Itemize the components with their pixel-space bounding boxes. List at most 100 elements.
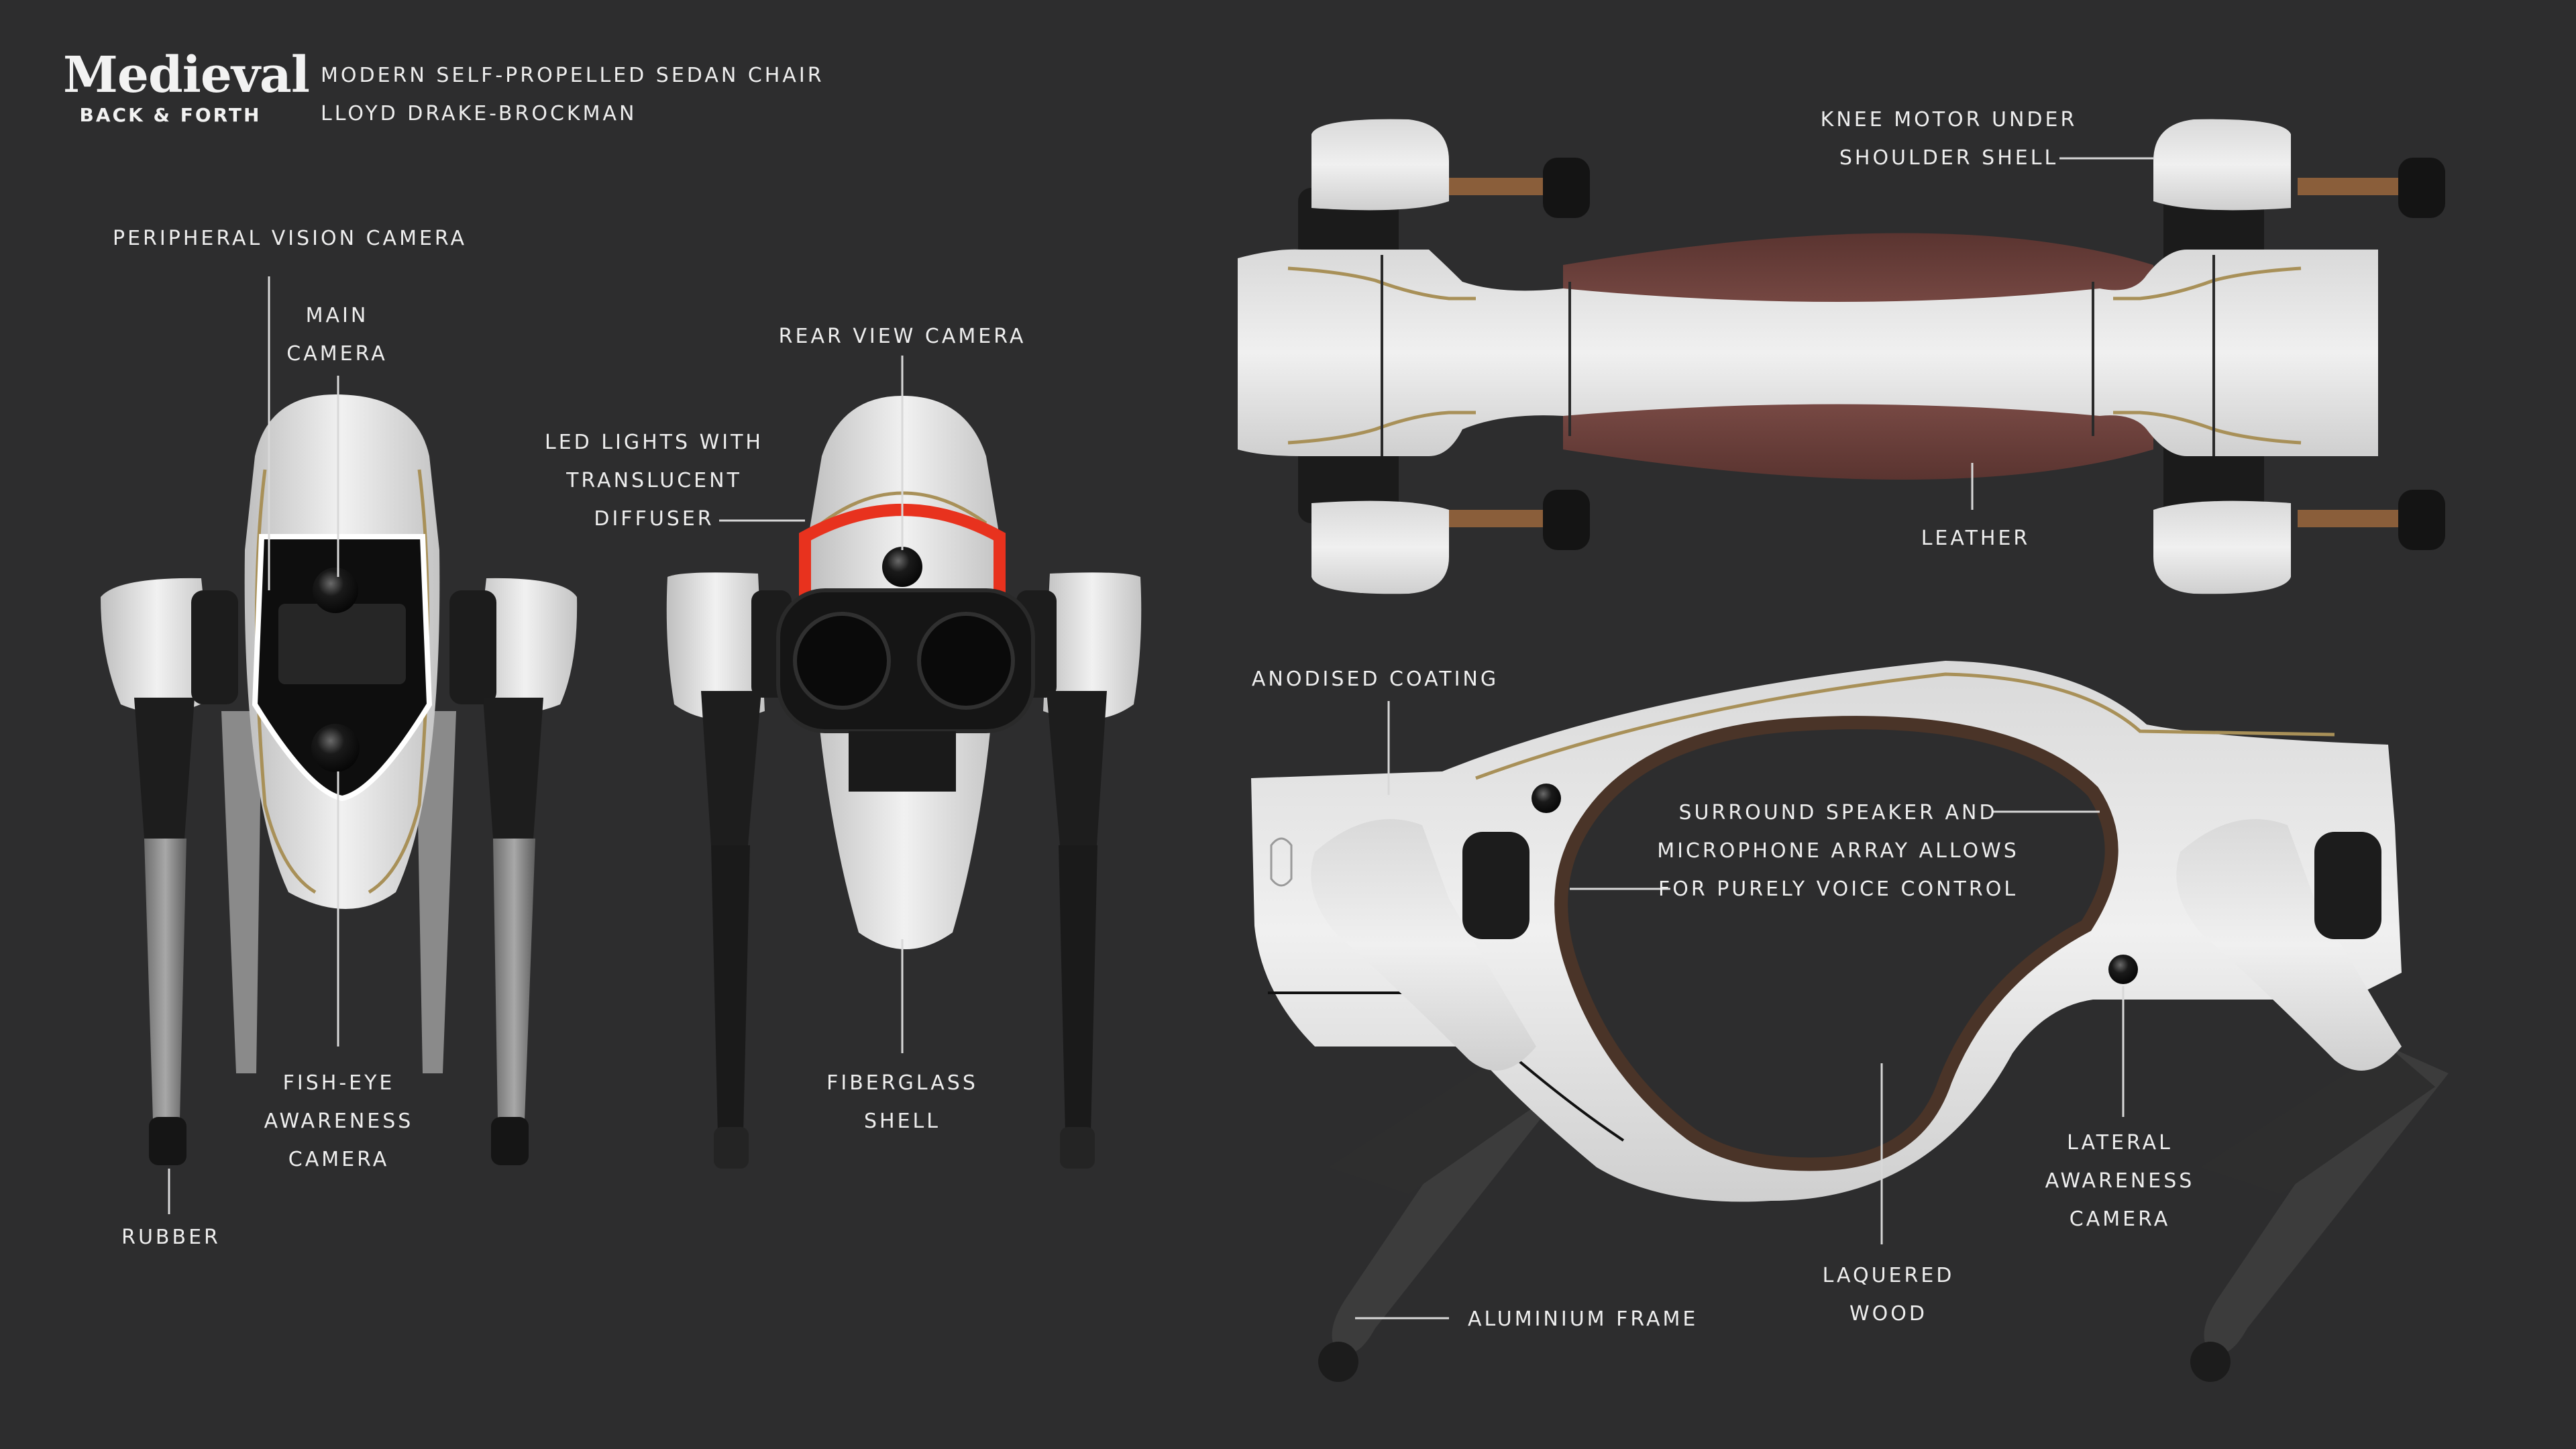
front-view-left-shoulder-shell bbox=[101, 578, 213, 713]
side-view-wood-seat bbox=[1554, 716, 2118, 1171]
rear-view-upper-leg-left bbox=[701, 691, 761, 845]
rear-view-shoulder-shell-left bbox=[666, 572, 765, 720]
rear-view-lower-leg-left bbox=[711, 845, 750, 1134]
front-view-fisheye-camera-lens bbox=[311, 724, 360, 772]
side-view-lateral-camera-lens bbox=[2108, 955, 2138, 984]
top-view-shoulder-shell-fr bbox=[2153, 119, 2291, 211]
front-view-gold-stripe-left bbox=[255, 469, 317, 894]
rear-view-lower-leg-right bbox=[1059, 845, 1097, 1134]
logo-wordmark: Medieval bbox=[63, 46, 310, 104]
side-view-shoulder-right bbox=[2176, 819, 2402, 1071]
side-view-foot-right bbox=[2190, 1342, 2231, 1382]
front-view-internal-frame bbox=[278, 604, 406, 684]
callout-line: ALUMINIUM FRAME bbox=[1468, 1307, 1699, 1331]
rear-view-shoulder-shell-right bbox=[1043, 572, 1142, 720]
callout-line: CAMERA bbox=[288, 1148, 390, 1171]
side-view-foot-left bbox=[1318, 1342, 1358, 1382]
top-view-gold-stripe-bottom bbox=[1287, 411, 1476, 445]
front-view-right-lower-leg bbox=[493, 839, 535, 1120]
top-view-knee-cap-fl bbox=[1543, 158, 1590, 218]
front-view-right-hip-joint bbox=[449, 590, 496, 704]
callout-rear-view-camera: REAR VIEW CAMERA bbox=[771, 317, 1033, 356]
callout-line: SHELL bbox=[864, 1110, 941, 1133]
front-view-left-lower-leg bbox=[144, 839, 186, 1120]
front-view-left-rubber-foot bbox=[149, 1117, 186, 1165]
top-view-shoulder-shell-br bbox=[2153, 500, 2291, 594]
callout-line: CAMERA bbox=[286, 342, 388, 366]
callout-aluminium-frame: ALUMINIUM FRAME bbox=[1468, 1300, 1698, 1338]
callout-line: FOR PURELY VOICE CONTROL bbox=[1658, 877, 2019, 901]
top-view-gold-stripe-top bbox=[1287, 266, 1476, 301]
callout-anodised-coating: ANODISED COATING bbox=[1248, 660, 1503, 698]
top-view-knee-cap-br bbox=[2398, 490, 2445, 550]
top-view-axle-bl bbox=[1442, 510, 1543, 527]
callout-led-lights: LED LIGHTS WITH TRANSLUCENT DIFFUSER bbox=[543, 423, 765, 538]
callout-fiberglass-shell: FIBERGLASS SHELL bbox=[812, 1064, 993, 1140]
side-view-motor-right bbox=[2314, 832, 2381, 939]
callout-line: DIFFUSER bbox=[594, 507, 714, 531]
side-view-robot bbox=[1251, 661, 2449, 1382]
front-view-right-upper-leg bbox=[483, 698, 543, 839]
callout-speaker-array: SURROUND SPEAKER AND MICROPHONE ARRAY AL… bbox=[1657, 794, 2019, 908]
callout-line: TRANSLUCENT bbox=[566, 469, 742, 492]
side-view-leg-left bbox=[1332, 1046, 1576, 1354]
side-view-gold-stripe bbox=[1475, 672, 2335, 780]
callout-line: REAR VIEW CAMERA bbox=[778, 325, 1026, 348]
callout-line: WOOD bbox=[1849, 1302, 1927, 1326]
callout-line: LED LIGHTS WITH bbox=[545, 431, 763, 454]
callout-main-camera: MAIN CAMERA bbox=[268, 297, 406, 373]
front-view-left-hip-joint bbox=[191, 590, 238, 704]
rear-view-port-right bbox=[917, 612, 1015, 710]
front-view-rear-leg-left bbox=[221, 711, 262, 1073]
rear-view-rubber-foot-right bbox=[1060, 1127, 1095, 1169]
top-view-axle-fl bbox=[1442, 178, 1543, 195]
callout-line: RUBBER bbox=[121, 1226, 221, 1249]
rear-view-port-left bbox=[793, 612, 891, 710]
rear-view-robot bbox=[666, 396, 1142, 1169]
rear-view-rubber-foot-left bbox=[714, 1127, 749, 1169]
callout-line: MICROPHONE ARRAY ALLOWS bbox=[1657, 839, 2019, 863]
front-view-robot bbox=[101, 394, 578, 1165]
top-view-axle-fr bbox=[2298, 178, 2398, 195]
side-view-leg-right-back bbox=[2200, 1046, 2435, 1194]
rear-view-upper-leg-right bbox=[1046, 691, 1107, 845]
callout-line: KNEE MOTOR UNDER bbox=[1820, 108, 2078, 131]
top-view-robot bbox=[1238, 119, 2445, 594]
side-view-motor-left bbox=[1462, 832, 1529, 939]
callout-leather: LEATHER bbox=[1892, 519, 2059, 557]
callout-line: SHOULDER SHELL bbox=[1839, 146, 2059, 170]
callout-knee-motor: KNEE MOTOR UNDER SHOULDER SHELL bbox=[1811, 101, 2086, 177]
rear-view-camera-lens bbox=[882, 547, 922, 587]
callout-line: LATERAL bbox=[2067, 1131, 2173, 1155]
top-view-shoulder-shell-bl bbox=[1311, 500, 1449, 594]
callout-line: AWARENESS bbox=[2045, 1169, 2195, 1193]
callout-rubber: RUBBER bbox=[107, 1218, 235, 1256]
front-view-rear-leg-right bbox=[416, 711, 456, 1073]
callout-line: MAIN bbox=[305, 304, 369, 327]
front-view-right-rubber-foot bbox=[491, 1117, 529, 1165]
logo-subtitle: BACK & FORTH bbox=[79, 104, 262, 126]
callout-line: ANODISED COATING bbox=[1251, 667, 1499, 691]
callout-fisheye-awareness-camera: FISH-EYE AWARENESS CAMERA bbox=[248, 1064, 429, 1179]
top-view-shoulder-shell-fl bbox=[1311, 119, 1449, 211]
front-view-right-shoulder-shell bbox=[473, 578, 578, 713]
callout-line: FISH-EYE bbox=[282, 1071, 395, 1095]
rear-view-internal-rack bbox=[849, 731, 956, 792]
side-view-shoulder-left bbox=[1311, 819, 1536, 1071]
author-name: LLOYD DRAKE-BROCKMAN bbox=[321, 102, 637, 125]
callout-line: PERIPHERAL VISION CAMERA bbox=[113, 227, 468, 250]
top-view-knee-cap-fr bbox=[2398, 158, 2445, 218]
callout-line: CAMERA bbox=[2069, 1208, 2171, 1231]
top-view-axle-br bbox=[2298, 510, 2398, 527]
callout-lateral-awareness-camera: LATERAL AWARENESS CAMERA bbox=[2033, 1124, 2207, 1238]
credits-block: MODERN SELF-PROPELLED SEDAN CHAIR LLOYD … bbox=[321, 56, 824, 133]
leader-lines bbox=[168, 157, 2153, 1320]
callout-line: LAQUERED bbox=[1822, 1264, 1955, 1287]
medieval-logo: Medieval BACK & FORTH bbox=[63, 46, 310, 129]
callout-peripheral-vision-camera: PERIPHERAL VISION CAMERA bbox=[113, 219, 467, 258]
top-view-knee-cap-bl bbox=[1543, 490, 1590, 550]
callout-line: SURROUND SPEAKER AND bbox=[1678, 801, 1998, 824]
side-view-leg-right bbox=[2204, 1046, 2449, 1354]
